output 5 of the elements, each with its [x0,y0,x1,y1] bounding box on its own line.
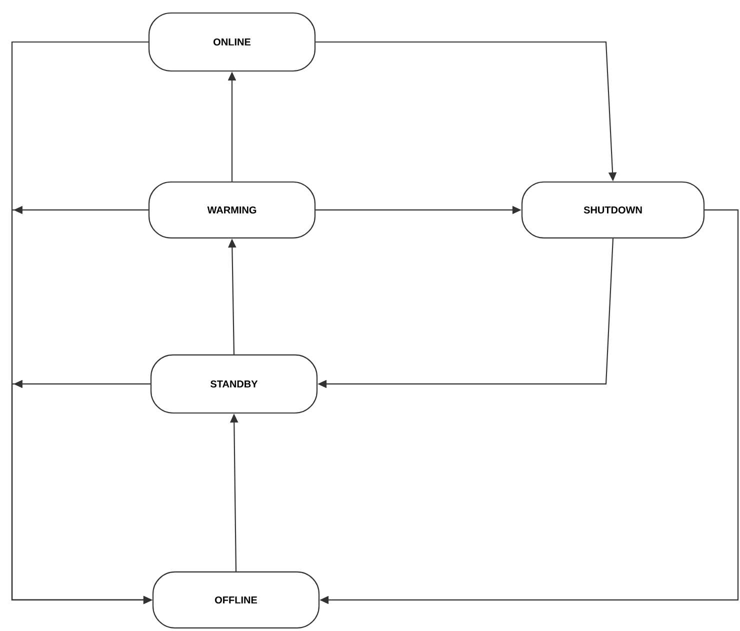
state-box: WARMING [148,181,316,239]
state-box: ONLINE [148,12,316,72]
state-box: OFFLINE [152,571,320,629]
state-box: SHUTDOWN [521,181,705,239]
state-box: STANDBY [150,354,318,414]
